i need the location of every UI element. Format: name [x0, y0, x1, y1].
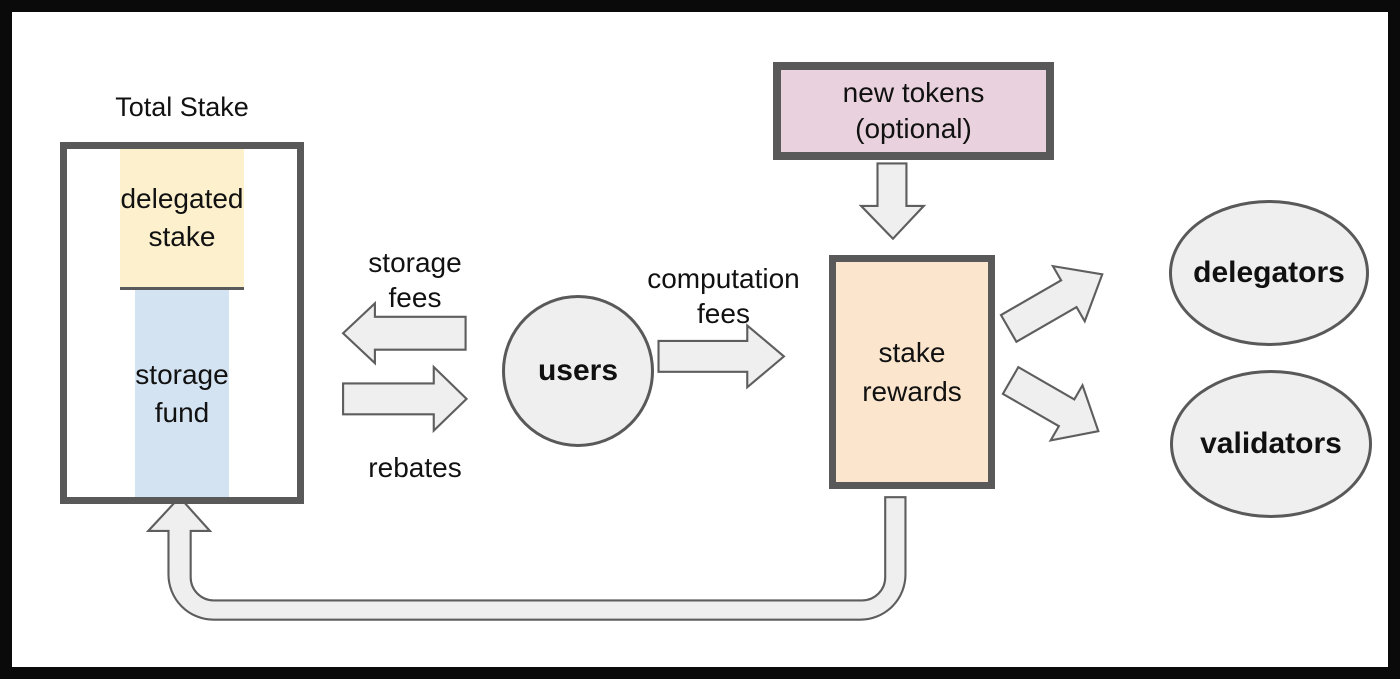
storage-fees-arrow	[341, 300, 467, 366]
computation-fees-label: computation fees	[647, 263, 800, 329]
rebates-label: rebates	[368, 452, 462, 483]
validators-arrow	[1001, 365, 1100, 442]
users-node: users	[502, 295, 654, 447]
arrow-layer	[145, 162, 1104, 621]
storage-fees-label: storage fees	[368, 247, 462, 313]
stake-rewards-node: stake rewards	[829, 255, 995, 489]
storage-fund-node: storage fund	[135, 290, 229, 497]
stake-rewards-label: stake rewards	[862, 337, 962, 407]
validators-label: validators	[1200, 427, 1342, 460]
delegated-stake-label: delegated stake	[120, 183, 244, 252]
return-arrow	[145, 495, 907, 621]
new-tokens-label: new tokens (optional)	[842, 77, 985, 144]
delegators-arrow	[999, 264, 1104, 344]
new-tokens-node: new tokens (optional)	[773, 62, 1054, 160]
delegators-label: delegators	[1193, 256, 1345, 289]
total-stake-label: Total Stake	[115, 92, 249, 122]
total-stake-box: delegated stake storage fund	[60, 142, 304, 504]
validators-node: validators	[1170, 370, 1372, 518]
delegators-node: delegators	[1169, 200, 1369, 346]
delegated-stake-node: delegated stake	[120, 149, 244, 290]
users-label: users	[537, 354, 619, 387]
rebates-arrow	[342, 364, 469, 434]
new-tokens-arrow	[858, 162, 927, 241]
computation-fees-arrow	[657, 323, 786, 390]
storage-fund-label: storage fund	[135, 358, 229, 428]
